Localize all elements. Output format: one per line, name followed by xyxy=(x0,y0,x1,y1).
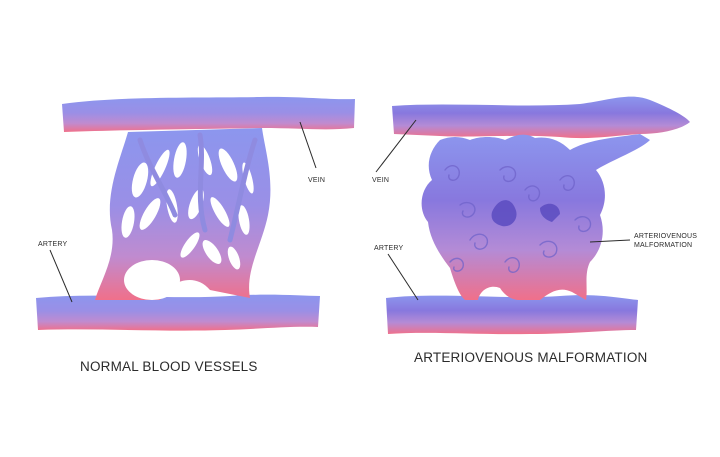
avm-malformation-label-line1: ARTERIOVENOUS xyxy=(634,233,697,240)
avm-artery-label: ARTERY xyxy=(374,245,403,252)
avm-artery xyxy=(386,295,638,335)
avm-core xyxy=(491,200,560,227)
avm-panel: VEIN ARTERY ARTERIOVENOUS MALFORMATION A… xyxy=(372,96,697,365)
normal-artery xyxy=(36,294,320,331)
avm-artery-callout-line xyxy=(387,253,419,301)
avm-vein-callout-line xyxy=(375,119,417,173)
normal-vessels-panel: VEIN ARTERY NORMAL BLOOD VESSELS xyxy=(36,96,355,374)
artery-callout-line xyxy=(49,249,73,303)
avm-malformation-callout-line xyxy=(589,239,631,243)
panel-caption: NORMAL BLOOD VESSELS xyxy=(80,359,258,374)
avm-vein-label: VEIN xyxy=(372,177,389,184)
avm-malformation-label-line2: MALFORMATION xyxy=(634,242,692,249)
avm-mass xyxy=(421,134,650,300)
capillary-strand xyxy=(137,132,258,243)
panel-caption: ARTERIOVENOUS MALFORMATION xyxy=(414,350,647,365)
vein-callout-line xyxy=(299,121,317,169)
avm-vein xyxy=(392,96,690,139)
avm-coils xyxy=(444,165,592,273)
artery-label: ARTERY xyxy=(38,241,67,248)
vein-label: VEIN xyxy=(308,177,325,184)
normal-vein xyxy=(62,96,355,132)
